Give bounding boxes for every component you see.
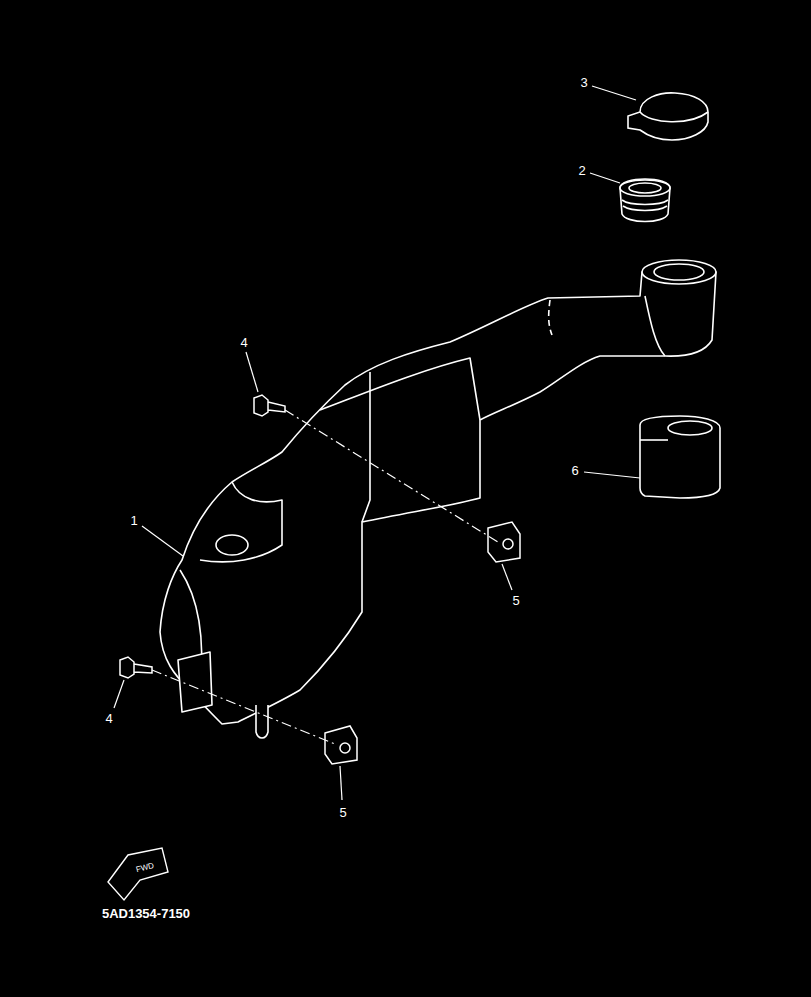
ring-part [620, 179, 670, 222]
fwd-icon [108, 848, 168, 900]
tank-drawing [160, 260, 716, 738]
part-code: 5AD1354-7150 [102, 907, 190, 920]
callout-number: 4 [105, 712, 112, 725]
callout-number: 5 [339, 806, 346, 819]
filler-neck-inner [654, 264, 704, 280]
callout-number: 6 [571, 464, 578, 477]
tank-detail [320, 358, 480, 420]
leader-line [114, 86, 640, 800]
callout-number: 1 [130, 514, 137, 527]
tank-outline [160, 272, 716, 724]
mount-hole [216, 535, 248, 555]
callout-number: 5 [512, 594, 519, 607]
drain-nozzle [256, 705, 268, 738]
tank-detail [362, 372, 370, 522]
cap-part [628, 93, 708, 140]
filler-neck [642, 260, 716, 284]
callout-number: 2 [578, 164, 585, 177]
callout-number: 4 [240, 336, 247, 349]
tank-detail [645, 296, 665, 356]
callout-number: 3 [580, 76, 587, 89]
lower-bracket [178, 652, 212, 712]
bolt-part [120, 395, 285, 678]
assembly-line [152, 410, 498, 744]
pad-part [640, 416, 720, 498]
tank-detail [549, 300, 552, 335]
tank-detail [200, 482, 282, 562]
clip-nut-part [325, 522, 520, 764]
